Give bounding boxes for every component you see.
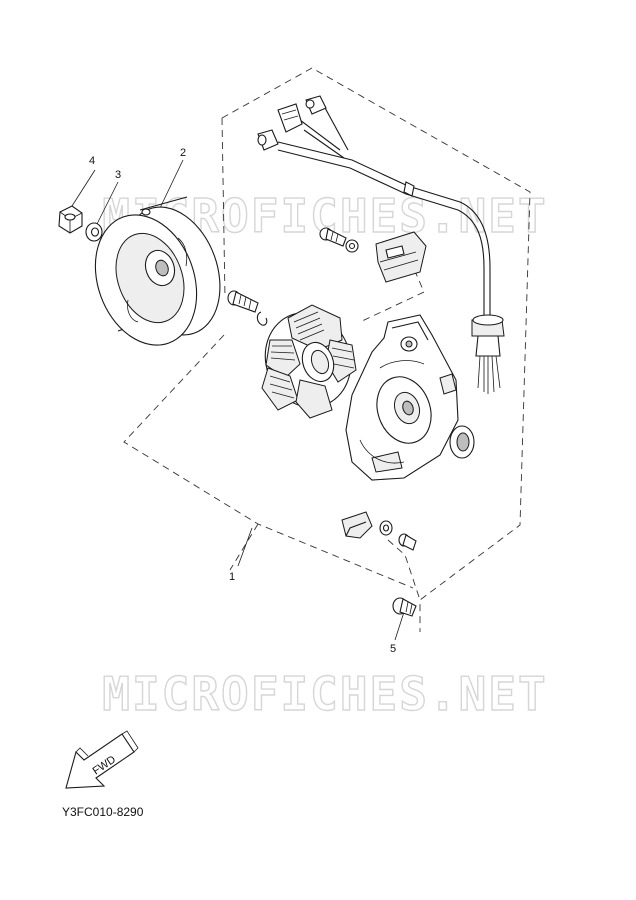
screw-icon xyxy=(319,227,347,247)
washer-icon xyxy=(379,520,393,536)
callout-4: 4 xyxy=(89,155,95,167)
callout-1: 1 xyxy=(229,571,235,583)
stator-coil-icon xyxy=(261,304,357,419)
leader-lines xyxy=(71,159,405,641)
drawing-code: Y3FC010-8290 xyxy=(62,805,144,819)
fwd-arrow-icon: FWD xyxy=(65,730,139,789)
stator-base-plate-icon xyxy=(345,314,459,481)
wire-harness-icon xyxy=(257,95,505,394)
washer-icon xyxy=(256,311,268,326)
watermark-bottom: MICROFICHES.NET xyxy=(102,667,547,721)
callout-5: 5 xyxy=(390,643,396,655)
screw-icon xyxy=(392,597,417,617)
flywheel-rotor-icon xyxy=(94,196,221,346)
oil-seal-icon xyxy=(449,425,475,459)
nut-icon xyxy=(58,205,83,234)
callout-3: 3 xyxy=(115,169,121,181)
screw-icon xyxy=(227,290,259,313)
pickup-coil-icon xyxy=(375,231,427,283)
callout-2: 2 xyxy=(180,147,186,159)
washer-icon xyxy=(85,222,103,242)
clamp-icon xyxy=(341,511,373,539)
washer-icon xyxy=(345,239,359,253)
screw-icon xyxy=(398,533,417,551)
